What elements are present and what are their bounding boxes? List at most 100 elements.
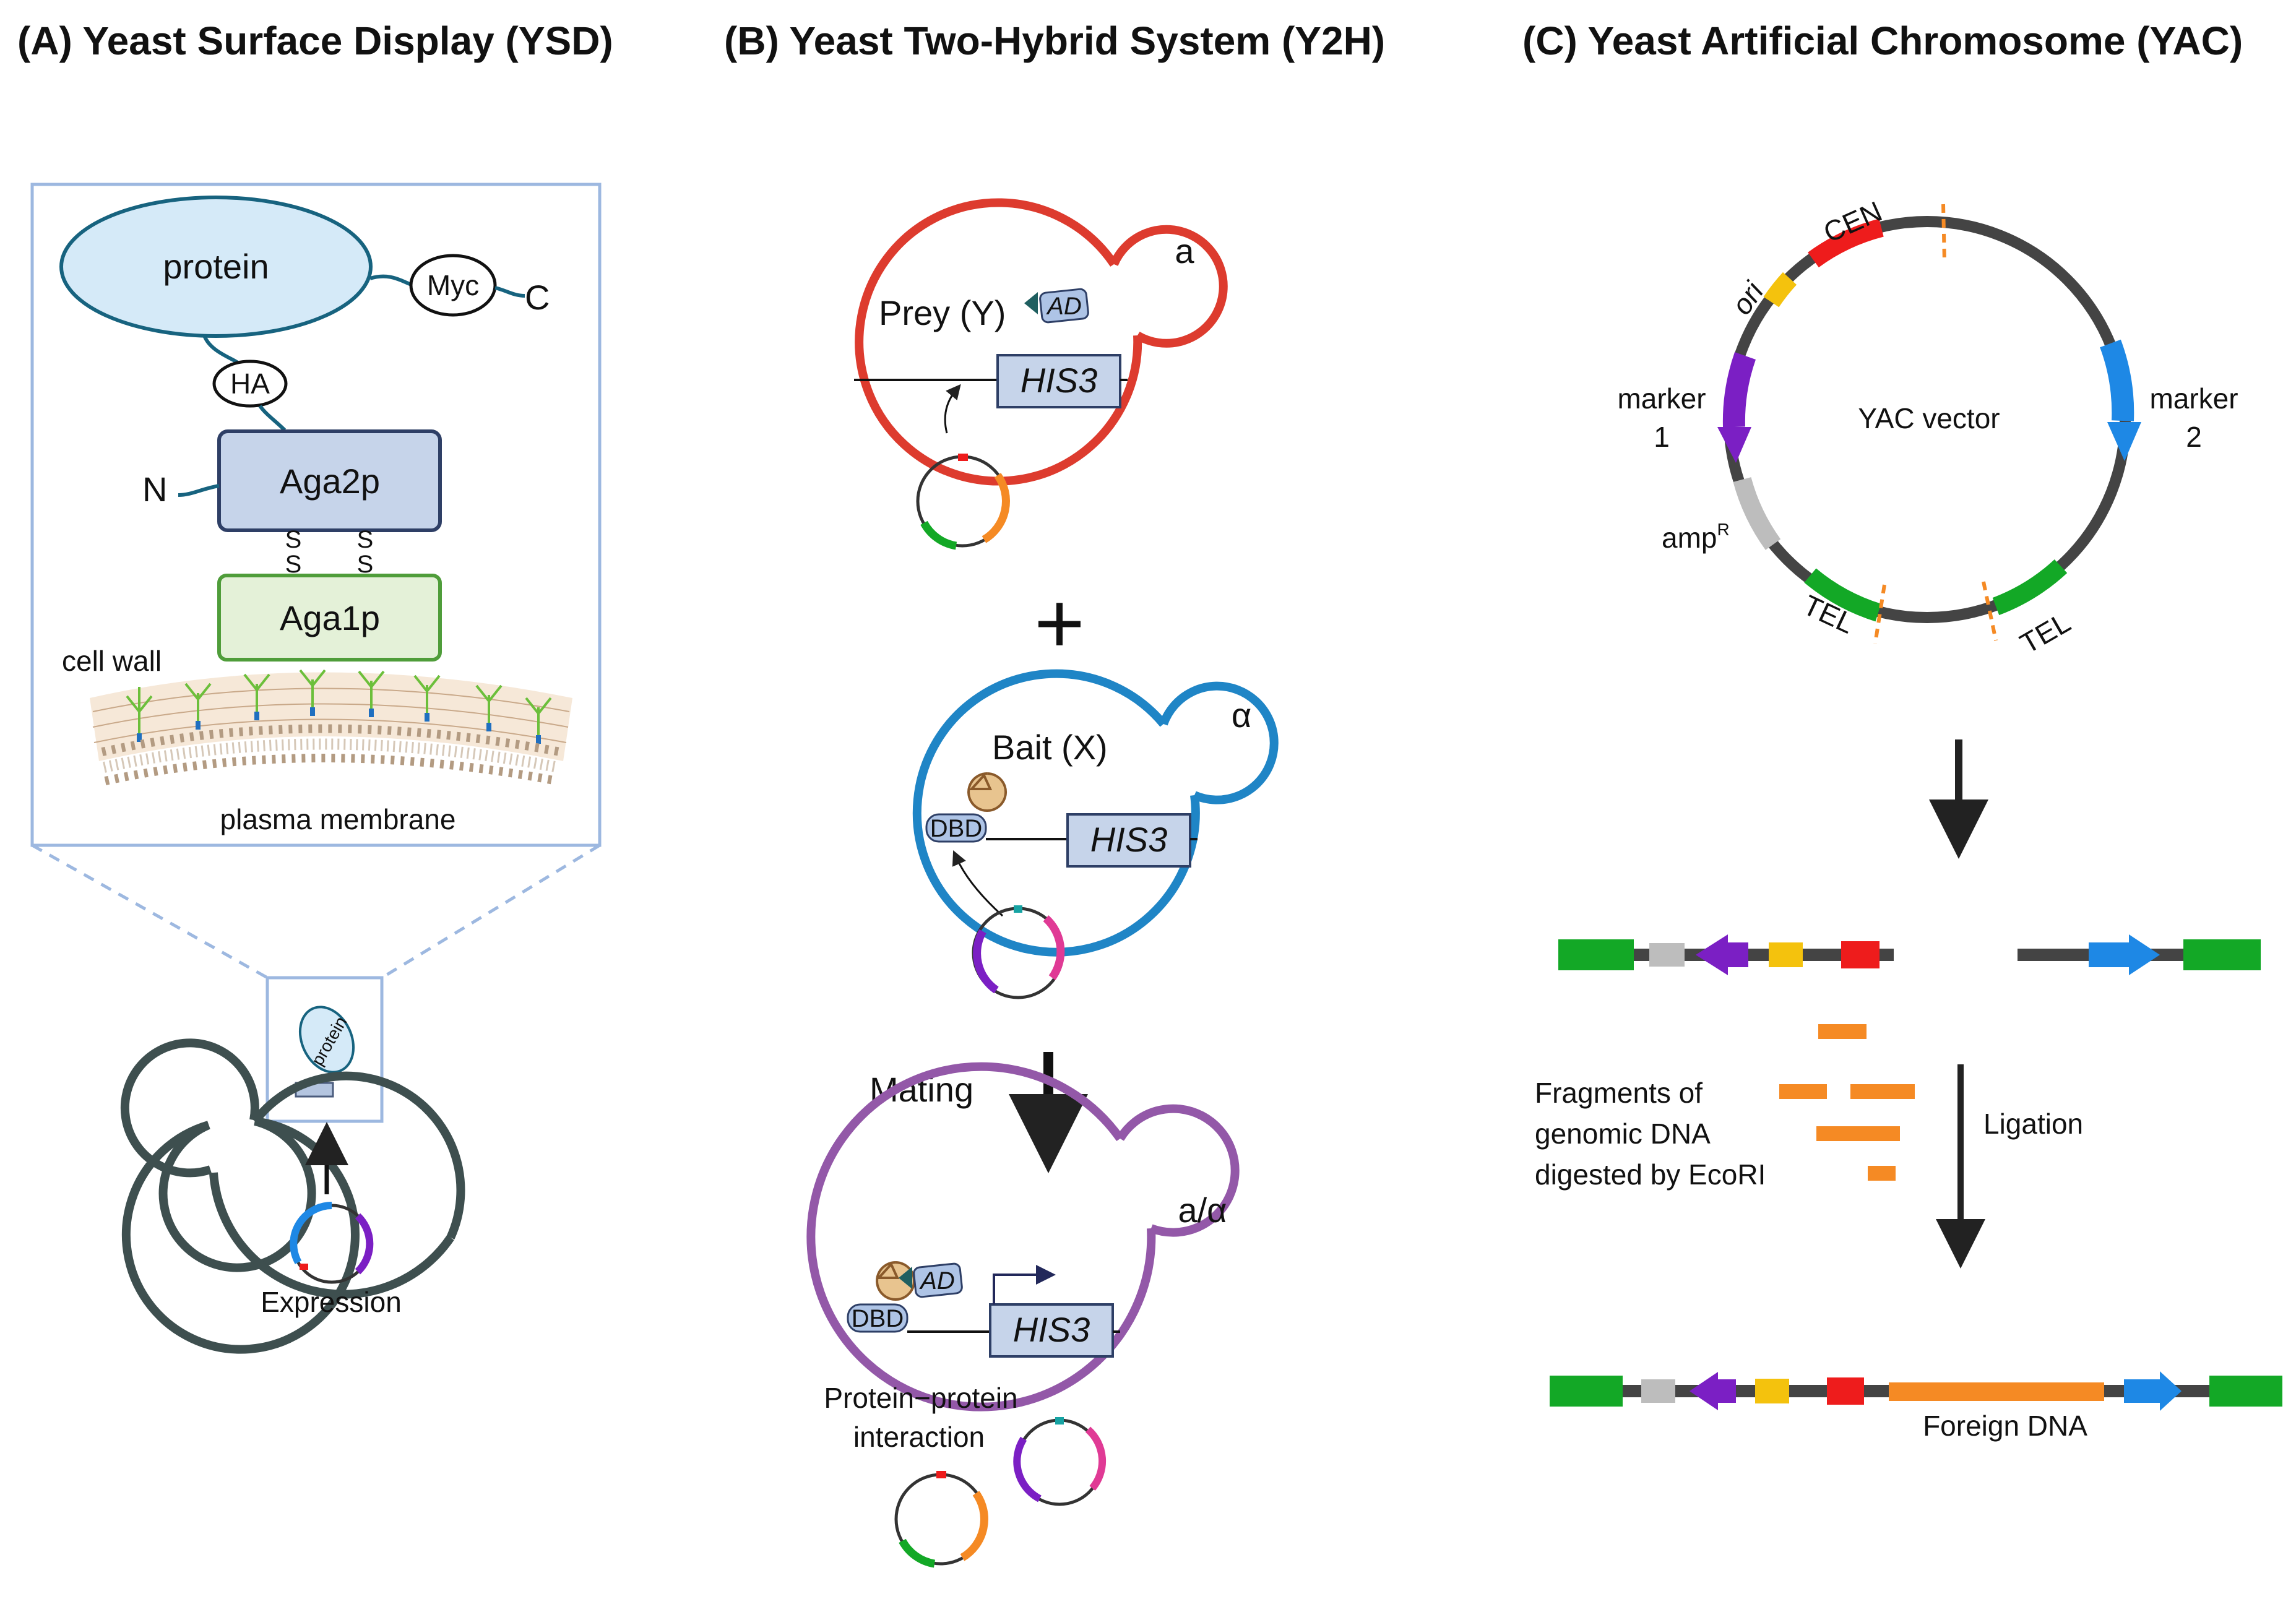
dbd-pacman-icon xyxy=(876,1261,915,1301)
foreign-dna-label: Foreign DNA xyxy=(1923,1410,2087,1442)
marker2-arrowhead xyxy=(2107,422,2141,461)
fragments-label-line1: Fragments of xyxy=(1535,1077,1703,1109)
ligation-label: Ligation xyxy=(1983,1108,2083,1140)
cell-wall-label: cell wall xyxy=(62,645,162,677)
interaction-label-line2: interaction xyxy=(853,1421,985,1453)
mating-type-diploid: a/α xyxy=(1178,1191,1227,1230)
panel-b: (B) Yeast Two-Hybrid System (Y2H) a Prey… xyxy=(724,19,1385,1568)
myc-linker xyxy=(369,274,413,287)
marker2-number: 2 xyxy=(2186,421,2202,453)
tel-right-label: TEL xyxy=(2014,606,2076,660)
amp-superscript: R xyxy=(1717,520,1729,539)
ad-label: AD xyxy=(1046,293,1082,320)
c-linker xyxy=(494,286,525,298)
his3-label: HIS3 xyxy=(1090,820,1168,859)
n-terminus-label: N xyxy=(142,470,167,509)
myc-tag xyxy=(409,254,497,317)
transcription-arrow xyxy=(993,1265,1056,1304)
panel-c: (C) Yeast Artificial Chromosome (YAC) CE… xyxy=(1522,19,2282,1442)
amp-segment xyxy=(1733,476,1781,550)
left-arm xyxy=(1558,934,1894,975)
bait-plasmid xyxy=(972,905,1065,999)
yeast-cell-alpha xyxy=(912,669,1279,957)
plus-sign: + xyxy=(1034,574,1085,671)
glycan-trees xyxy=(126,669,552,735)
marker1-label: marker xyxy=(1617,382,1706,415)
disulfide-bonds: S S S S xyxy=(285,526,374,578)
bait-plasmid xyxy=(1013,1417,1107,1506)
fragments-label-line2: genomic DNA xyxy=(1535,1118,1711,1150)
yeast-cell-diploid xyxy=(806,1062,1240,1412)
marker2-segment xyxy=(2100,339,2134,421)
protein-ellipse xyxy=(59,196,373,338)
plasma-membrane-label: plasma membrane xyxy=(220,803,456,835)
zoom-line-left xyxy=(31,843,269,980)
expression-label: Expression xyxy=(261,1286,402,1318)
disulfide-s: S xyxy=(357,551,374,578)
mating-type-alpha: α xyxy=(1232,696,1251,735)
prey-expression-arrow xyxy=(944,384,961,434)
his3-label: HIS3 xyxy=(1013,1310,1090,1349)
ysd-cell-edge xyxy=(209,1172,454,1299)
bait-label: Bait (X) xyxy=(992,728,1108,767)
dbd-pacman-icon xyxy=(967,772,1007,812)
plasma-membrane xyxy=(101,724,561,785)
ad-box xyxy=(913,1262,963,1298)
ad-box xyxy=(1039,288,1089,324)
his3-box xyxy=(1066,813,1191,868)
disulfide-s: S xyxy=(285,551,302,578)
his3-label: HIS3 xyxy=(1021,361,1098,400)
aga1p-box xyxy=(217,574,442,662)
fragments-label-line3: digested by EcoRI xyxy=(1535,1158,1766,1191)
ori-segment xyxy=(1763,272,1797,308)
myc-label: Myc xyxy=(427,269,479,301)
ad-arrow-icon xyxy=(899,1267,912,1289)
ysd-plasmid xyxy=(290,1202,374,1284)
panel-a-title: (A) Yeast Surface Display (YSD) xyxy=(17,19,613,63)
marker1-arrowhead xyxy=(1717,427,1751,463)
aga1p-label: Aga1p xyxy=(280,598,380,637)
right-arm xyxy=(2018,934,2261,975)
ysd-cell-edge xyxy=(251,1071,465,1239)
protein-label: protein xyxy=(163,247,269,286)
small-protein-ellipse xyxy=(298,1006,355,1074)
recombinant-yac xyxy=(1550,1371,2282,1411)
tel-left-segment xyxy=(1804,568,1881,622)
bait-expression-arrow xyxy=(952,850,1004,917)
his3-box xyxy=(989,1303,1114,1358)
ha-label: HA xyxy=(230,368,270,400)
marker2-label: marker xyxy=(2149,382,2238,415)
panel-b-title: (B) Yeast Two-Hybrid System (Y2H) xyxy=(724,19,1385,63)
amp-label: ampR xyxy=(1662,520,1730,554)
dbd-label: DBD xyxy=(852,1305,904,1332)
marker1-segment xyxy=(1722,352,1756,428)
dbd-box xyxy=(847,1303,908,1333)
ad-label: AD xyxy=(919,1267,955,1295)
n-linker xyxy=(178,484,220,497)
ecori-cut-sites xyxy=(1873,204,1998,644)
panel-a: (A) Yeast Surface Display (YSD) protein … xyxy=(17,19,613,1354)
prey-label: Prey (Y) xyxy=(879,293,1006,332)
aga2p-box xyxy=(217,429,442,532)
zoom-source-box xyxy=(265,976,384,1123)
mating-type-a: a xyxy=(1175,231,1194,270)
aga2p-label: Aga2p xyxy=(280,462,380,501)
c-terminus-label: C xyxy=(525,278,550,317)
ysd-bud xyxy=(120,1038,259,1178)
yeast-cell-a xyxy=(855,198,1228,486)
cell-wall-fibers xyxy=(92,687,570,743)
zoom-line-right xyxy=(381,843,601,980)
ad-arrow-icon xyxy=(1024,292,1038,314)
yac-vector-label: YAC vector xyxy=(1858,402,2000,434)
foreign-dna-insert xyxy=(1889,1382,2104,1401)
marker1-number: 1 xyxy=(1654,421,1670,453)
prey-plasmid xyxy=(916,454,1010,550)
prey-plasmid xyxy=(894,1471,988,1568)
disulfide-s: S xyxy=(357,526,374,553)
interaction-label-line1: Protein−protein xyxy=(824,1382,1017,1414)
genomic-fragments xyxy=(1779,1024,1915,1181)
disulfide-s: S xyxy=(285,526,302,553)
tel-right-segment xyxy=(1992,559,2068,616)
ha-linker-bottom xyxy=(258,405,287,432)
